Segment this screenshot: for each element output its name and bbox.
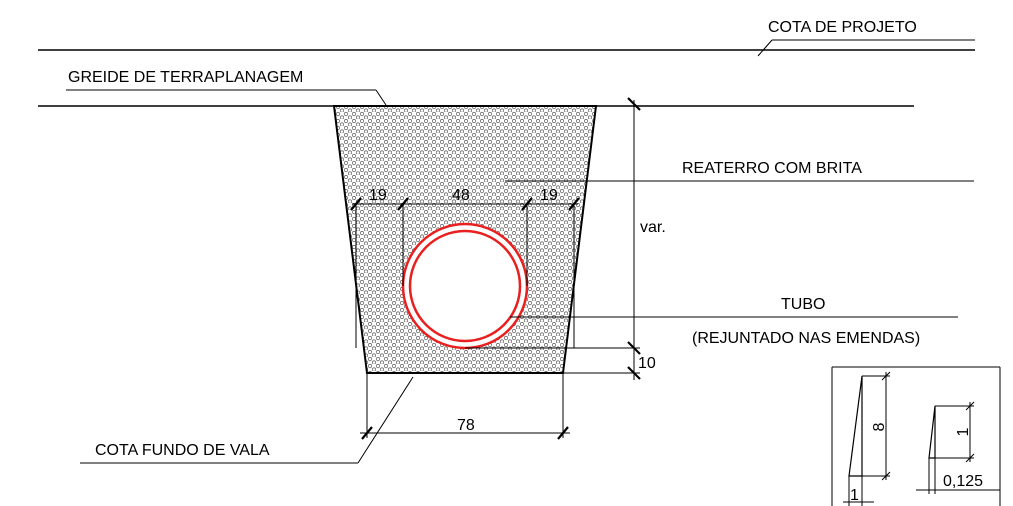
project-grade-label: COTA DE PROJETO <box>768 19 917 36</box>
large-height-tick-bottom <box>881 471 891 481</box>
dim-left-gap: 19 <box>369 187 387 204</box>
slope-detail: 8 1 1 0,125 <box>831 366 1001 506</box>
dim-tick-3 <box>521 197 533 211</box>
trench-bottom-leader <box>357 376 414 464</box>
project-grade-leader <box>757 39 773 57</box>
pipe-note-label: (REJUNTADO NAS EMENDAS) <box>692 330 920 347</box>
small-height-tick-top <box>965 401 975 411</box>
dim-tick-4 <box>568 197 580 211</box>
earthwork-grade-leader <box>375 89 387 106</box>
bedding-dim-label: 10 <box>638 355 656 372</box>
backfill-label: REATERRO COM BRITA <box>682 160 862 177</box>
pipe-inner-wall <box>408 229 522 343</box>
bottom-width-label: 78 <box>457 417 475 434</box>
depth-variable-label: var. <box>640 219 666 236</box>
large-base-label: 1 <box>850 487 859 504</box>
small-base-label: 0,125 <box>943 473 983 490</box>
large-height-label: 8 <box>871 422 888 431</box>
bottom-tick-right <box>557 426 569 440</box>
slope-triangle-large <box>848 375 863 477</box>
dim-tick-1 <box>350 197 362 211</box>
dim-pipe-width: 48 <box>452 187 470 204</box>
small-height-label: 1 <box>955 427 972 436</box>
small-height-tick-bottom <box>965 453 975 463</box>
dim-right-gap: 19 <box>540 187 558 204</box>
large-height-tick-top <box>881 371 891 381</box>
bottom-tick-left <box>361 426 373 440</box>
depth-tick-top <box>627 97 641 111</box>
pipe-label: TUBO <box>781 296 825 313</box>
slope-triangle-small <box>928 405 936 459</box>
dim-tick-2 <box>397 197 409 211</box>
trench-bottom-label: COTA FUNDO DE VALA <box>95 442 270 459</box>
earthwork-grade-label: GREIDE DE TERRAPLANAGEM <box>68 69 303 86</box>
